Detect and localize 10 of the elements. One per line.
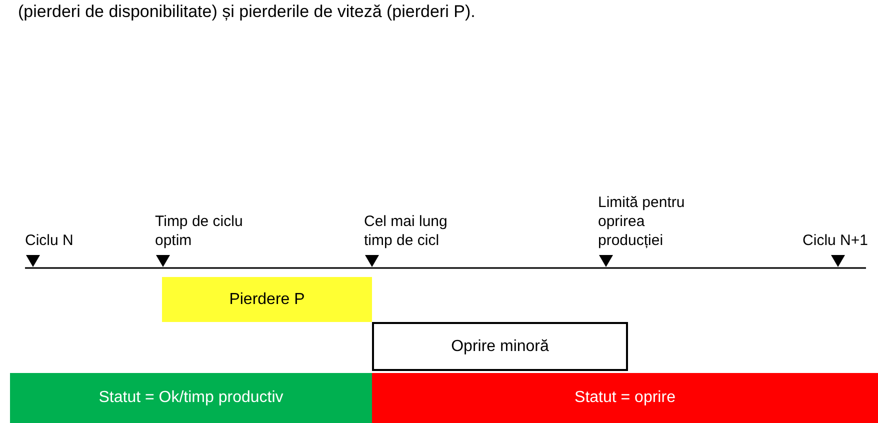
- marker-label: Cel mai lung timp de cicl: [364, 212, 448, 250]
- stop-box: Oprire minoră: [372, 322, 628, 371]
- caption-text: (pierderi de disponibilitate) și pierderile de viteză (pierderi P).: [18, 2, 476, 22]
- loss-bar: Pierdere P: [162, 277, 372, 322]
- status-bar: Statut = Ok/timp productiv: [10, 373, 372, 423]
- marker-label: Limită pentru oprirea producției: [598, 193, 686, 250]
- marker-label: Ciclu N+1: [802, 231, 868, 250]
- status-bar: Statut = oprire: [372, 373, 878, 423]
- marker-label: Ciclu N: [25, 231, 74, 250]
- marker-label: Timp de ciclu optim: [155, 212, 244, 250]
